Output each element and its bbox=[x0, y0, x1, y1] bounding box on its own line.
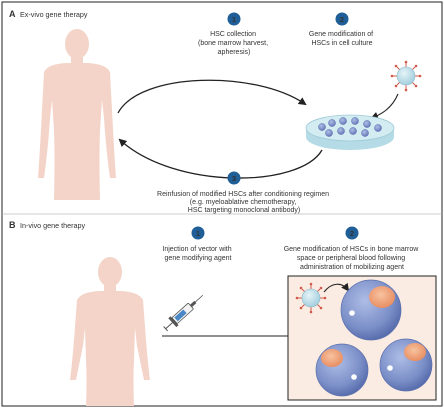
hsc-cell bbox=[315, 343, 369, 397]
step-number-a1: 1 bbox=[232, 15, 236, 24]
hsc-cell bbox=[379, 338, 433, 392]
step-text-a1: HSC collection (bone marrow harvest, aph… bbox=[198, 31, 270, 56]
viral-vector-icon bbox=[390, 60, 422, 92]
collection-arrow bbox=[117, 79, 307, 114]
step-text-a3: Reinfusion of modified HSCs after condit… bbox=[157, 191, 331, 214]
reinfusion-arrow bbox=[118, 138, 323, 179]
cell-culture-dish bbox=[305, 114, 395, 150]
step-number-a3: 3 bbox=[232, 174, 236, 183]
step-badge-a1 bbox=[227, 12, 241, 26]
panel-a: A Ex-vivo gene therapy 1 HSC collection … bbox=[9, 9, 422, 214]
step-text-b2: Gene modification of HSCs in bone marrow… bbox=[284, 246, 421, 271]
hsc-cell bbox=[340, 279, 402, 341]
panel-b-letter: B bbox=[9, 220, 16, 230]
panel-b-title: In-vivo gene therapy bbox=[20, 221, 86, 230]
transduction-arrow bbox=[370, 93, 399, 120]
transduction-arrow bbox=[323, 282, 350, 293]
step-badge-b2 bbox=[345, 226, 359, 240]
human-body-silhouette bbox=[38, 29, 116, 200]
step-number-b1: 1 bbox=[196, 229, 200, 238]
syringe-icon bbox=[163, 294, 204, 332]
step-text-b1: Injection of vector with gene modifying … bbox=[162, 246, 233, 262]
panel-a-title: Ex-vivo gene therapy bbox=[20, 10, 88, 19]
panel-b: B In-vivo gene therapy 1 Injection of ve… bbox=[9, 220, 437, 406]
panel-a-letter: A bbox=[9, 9, 16, 19]
step-number-a2: 2 bbox=[340, 15, 344, 24]
step-text-a2: Gene modification of HSCs in cell cultur… bbox=[309, 31, 375, 47]
viral-vector-icon bbox=[295, 282, 327, 314]
step-number-b2: 2 bbox=[350, 229, 354, 238]
step-badge-a2 bbox=[335, 12, 349, 26]
step-badge-a3 bbox=[227, 171, 241, 185]
human-body-silhouette bbox=[70, 257, 150, 406]
step-badge-b1 bbox=[191, 226, 205, 240]
